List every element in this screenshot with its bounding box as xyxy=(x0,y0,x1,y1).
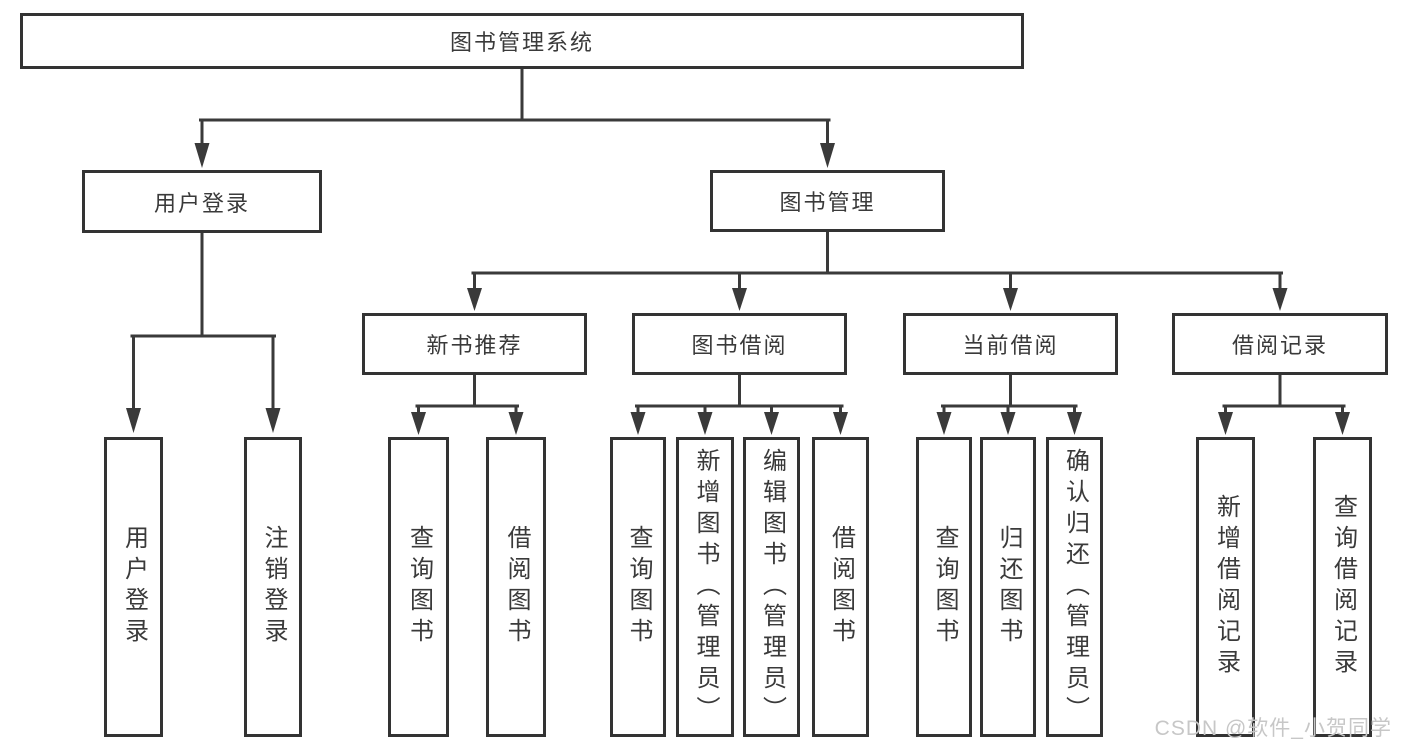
csdn-watermark: CSDN @软件_小贺同学 xyxy=(1154,717,1392,740)
connector-borrowing-records xyxy=(1218,371,1350,435)
node-current-confirm-return-admin: 确认归还（管理员） xyxy=(1046,437,1103,737)
node-user-login-action: 用户登录 xyxy=(104,437,163,737)
node-label: 用户登录 xyxy=(120,525,148,649)
node-records-query-borrow-record: 查询借阅记录 xyxy=(1313,437,1372,737)
node-user-login: 用户登录 xyxy=(82,170,322,233)
connector-current-borrowing xyxy=(936,371,1082,435)
connector-root xyxy=(194,65,835,168)
node-current-return-books: 归还图书 xyxy=(980,437,1036,737)
node-borrowing-edit-books-admin: 编辑图书（管理员） xyxy=(743,437,800,737)
node-label: 查询图书 xyxy=(405,525,433,649)
node-label: 新书推荐 xyxy=(426,333,523,358)
node-library-management-system: 图书管理系统 xyxy=(20,13,1024,69)
node-label: 当前借阅 xyxy=(962,333,1059,358)
node-label: 查询图书 xyxy=(931,525,958,649)
node-logout: 注销登录 xyxy=(244,437,302,737)
node-recommend-borrow-books: 借阅图书 xyxy=(486,437,546,737)
node-label: 查询借阅记录 xyxy=(1329,494,1357,680)
node-label: 归还图书 xyxy=(995,525,1022,649)
node-label: 借阅记录 xyxy=(1231,333,1328,358)
connector-user-login xyxy=(126,229,281,433)
node-recommend-query-books: 查询图书 xyxy=(388,437,449,737)
node-new-book-recommendation: 新书推荐 xyxy=(362,313,587,375)
node-borrowing-query-books: 查询图书 xyxy=(610,437,666,737)
node-label: 图书管理系统 xyxy=(449,30,594,55)
node-label: 用户登录 xyxy=(153,190,250,216)
node-label: 图书管理 xyxy=(779,190,876,215)
node-label: 借阅图书 xyxy=(503,525,530,649)
node-label: 新增借阅记录 xyxy=(1212,494,1240,680)
connector-new-book-recommendation xyxy=(411,371,524,435)
node-book-borrowing: 图书借阅 xyxy=(632,313,847,375)
node-label: 查询图书 xyxy=(625,525,652,649)
connector-book-management xyxy=(467,228,1288,311)
node-borrowing-add-books-admin: 新增图书（管理员） xyxy=(676,437,734,737)
node-label: 编辑图书（管理员） xyxy=(758,447,786,727)
node-label: 图书借阅 xyxy=(691,333,788,358)
node-label: 注销登录 xyxy=(260,525,287,649)
node-label: 确认归还（管理员） xyxy=(1061,447,1089,727)
node-current-query-books: 查询图书 xyxy=(916,437,972,737)
node-label: 借阅图书 xyxy=(827,525,855,649)
node-borrowing-records: 借阅记录 xyxy=(1172,313,1388,375)
node-current-borrowing: 当前借阅 xyxy=(903,313,1118,375)
node-book-management: 图书管理 xyxy=(710,170,945,232)
node-borrowing-borrow-books: 借阅图书 xyxy=(812,437,869,737)
node-label: 新增图书（管理员） xyxy=(692,447,719,727)
connector-book-borrowing xyxy=(630,371,848,435)
node-records-add-borrow-record: 新增借阅记录 xyxy=(1196,437,1255,737)
